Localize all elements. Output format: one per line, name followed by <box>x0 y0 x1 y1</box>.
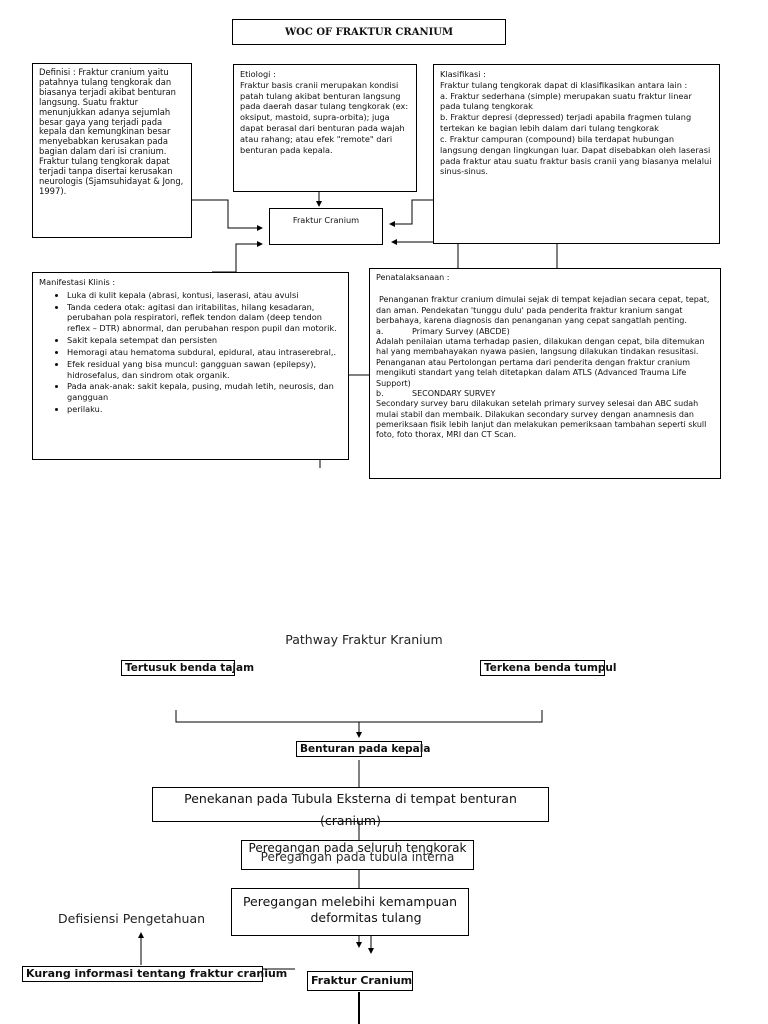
secondary-survey-text: Secondary survey baru dilakukan setelah … <box>376 399 709 440</box>
peregangan-melebihi-box: Peregangan melebihi kemampuan deformitas… <box>231 888 469 936</box>
primary-survey-letter: a. <box>376 326 384 336</box>
secondary-survey-title: SECONDARY SURVEY <box>412 388 496 398</box>
penatalaksanaan-intro: Penanganan fraktur cranium dimulai sejak… <box>376 295 712 326</box>
penatalaksanaan-box: Penatalaksanaan : Penanganan fraktur cra… <box>369 268 721 479</box>
peregangan-melebihi-line2: deformitas tulang <box>310 910 422 925</box>
center-fraktur-label: Fraktur Cranium <box>292 215 360 225</box>
cause-left-box: Tertusuk benda tajam <box>121 660 254 676</box>
kurang-informasi-box: Kurang informasi tentang fraktur cranium <box>22 966 287 982</box>
manifestasi-heading: Manifestasi Klinis : <box>39 277 116 287</box>
definisi-text: Definisi : Fraktur cranium yaitu patahny… <box>39 67 187 196</box>
etiologi-box: Etiologi : Fraktur basis cranii merupaka… <box>233 64 417 192</box>
pathway-title: Pathway Fraktur Kranium <box>285 632 443 647</box>
manifestasi-item: perilaku. <box>67 404 342 415</box>
primary-survey-text: Adalah penilaian utama terhadap pasien, … <box>376 336 708 388</box>
klasifikasi-line: b. Fraktur depresi (depressed) terjadi a… <box>440 112 692 134</box>
klasifikasi-line: Fraktur tulang tengkorak dapat di klasif… <box>440 79 688 90</box>
manifestasi-item: Hemoragi atau hematoma subdural, epidura… <box>67 347 342 358</box>
secondary-survey-heading: b. SECONDARY SURVEY <box>376 389 714 399</box>
peregangan-box: Peregangan pada seluruh tengkorak Perega… <box>241 840 474 870</box>
klasifikasi-heading: Klasifikasi : <box>440 69 486 79</box>
manifestasi-item: Pada anak-anak: sakit kepala, pusing, mu… <box>67 381 342 403</box>
peregangan-melebihi-line1: Peregangan melebihi kemampuan <box>242 894 458 909</box>
definisi-box: Definisi : Fraktur cranium yaitu patahny… <box>32 63 192 238</box>
woc-title-box: WOC OF FRAKTUR CRANIUM <box>232 19 506 45</box>
secondary-survey-letter: b. <box>376 388 384 398</box>
klasifikasi-box: Klasifikasi : Fraktur tulang tengkorak d… <box>433 64 720 244</box>
benturan-box: Benturan pada kepala <box>296 741 430 757</box>
penekanan-label: Penekanan pada Tubula Eksterna di tempat… <box>184 791 517 828</box>
manifestasi-item: Efek residual yang bisa muncul: gangguan… <box>67 359 342 381</box>
peregangan-seluruh-label: Peregangan pada seluruh tengkorak <box>248 841 467 855</box>
penatalaksanaan-heading: Penatalaksanaan : <box>376 273 450 282</box>
manifestasi-item: Tanda cedera otak: agitasi dan iritabili… <box>67 302 342 334</box>
manifestasi-box: Manifestasi Klinis : Luka di kulit kepal… <box>32 272 349 460</box>
klasifikasi-line: a. Fraktur sederhana (simple) merupakan … <box>440 90 692 112</box>
manifestasi-item: Luka di kulit kepala (abrasi, kontusi, l… <box>67 290 342 301</box>
manifestasi-item: Sakit kepala setempat dan persisten <box>67 335 342 346</box>
penekanan-box: Penekanan pada Tubula Eksterna di tempat… <box>152 787 549 828</box>
klasifikasi-line: c. Fraktur campuran (compound) bila terd… <box>440 133 712 177</box>
etiologi-text: Fraktur basis cranii merupakan kondisi p… <box>240 79 411 155</box>
fraktur-cranium-box: Fraktur Cranium <box>307 971 413 991</box>
center-fraktur-box: Fraktur Cranium <box>269 208 383 245</box>
etiologi-heading: Etiologi : <box>240 69 276 79</box>
woc-title: WOC OF FRAKTUR CRANIUM <box>284 27 454 38</box>
primary-survey-heading: a. Primary Survey (ABCDE) <box>376 327 714 337</box>
primary-survey-title: Primary Survey (ABCDE) <box>412 326 510 336</box>
defisiensi-label: Defisiensi Pengetahuan <box>58 911 206 926</box>
peregangan-interna-label: Peregangan pada tubula interna <box>260 850 455 864</box>
cause-right-box: Terkena benda tumpul <box>480 660 617 676</box>
